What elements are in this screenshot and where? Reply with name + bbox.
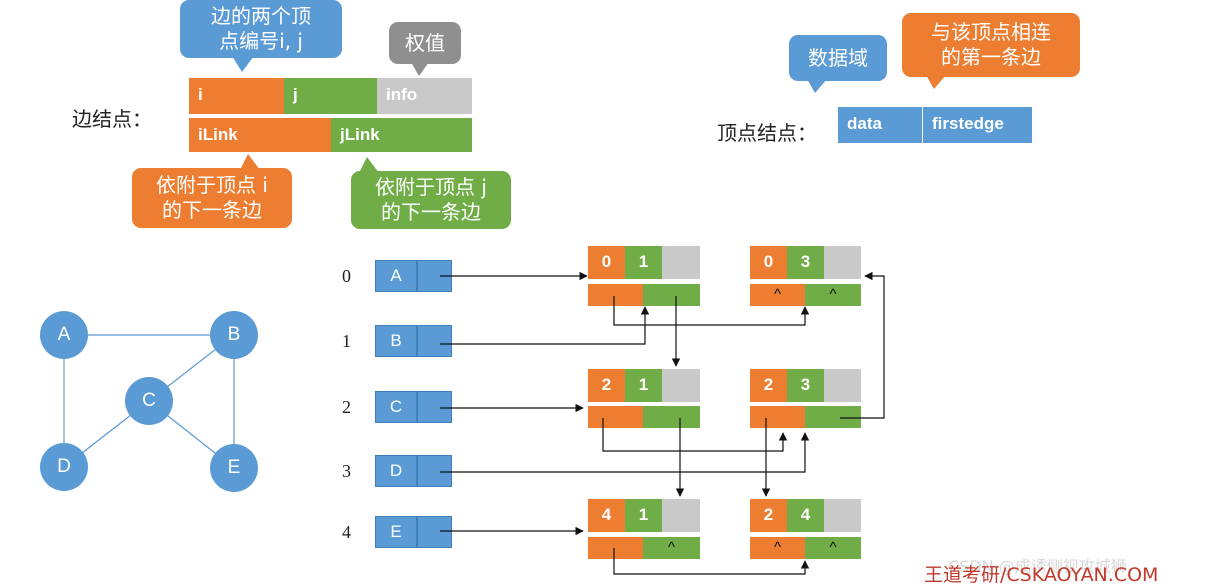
vertex-field-firstedge: firstedge	[922, 107, 1032, 143]
row-index: 0	[342, 266, 351, 286]
edge-node-ilink-null: ^	[750, 537, 805, 559]
vertex-node-label: 顶点结点：	[717, 121, 817, 145]
callout-jlink: 依附于顶点 j 的下一条边	[351, 157, 511, 229]
edge-node-i: 0	[750, 246, 787, 279]
edge-node-info	[662, 246, 700, 279]
edge-node-info	[824, 246, 861, 279]
edge-node-jlink-null: ^	[805, 284, 861, 306]
vertex-data-d: D	[375, 455, 417, 487]
row-index: 1	[342, 331, 351, 351]
callout-firstedge-text: 与该顶点相连 的第一条边	[931, 20, 1051, 69]
callout-weight-text: 权值	[405, 30, 445, 55]
vertex-data-a: A	[375, 260, 417, 292]
edge-node-jlink-null: ^	[643, 537, 700, 559]
edge-node-i: 2	[750, 369, 787, 402]
edge-field-i: i	[189, 78, 284, 114]
edge-field-j: j	[284, 78, 377, 114]
vertex-data-c: C	[375, 391, 417, 423]
callout-tail	[232, 56, 254, 72]
watermark: 王道考研/CSKAOYAN.COM	[924, 564, 1159, 586]
callout-firstedge: 与该顶点相连 的第一条边	[902, 13, 1080, 89]
vertex-firstedge-b	[417, 325, 452, 357]
edge-node-i: 0	[588, 246, 625, 279]
edge-node-j: 1	[625, 246, 662, 279]
edge-node-jlink	[805, 406, 861, 428]
callout-tail	[240, 154, 260, 170]
edge-field-jlink: jLink	[331, 118, 472, 152]
callout-ilink-text: 依附于顶点 i 的下一条边	[156, 173, 268, 222]
edge-field-ilink: iLink	[189, 118, 331, 152]
edge-node-i: 2	[588, 369, 625, 402]
callout-edge-ij-text: 边的两个顶 点编号i, j	[211, 4, 311, 53]
row-index: 2	[342, 397, 351, 417]
edge-node-jlink	[643, 406, 700, 428]
edge-node-j: 3	[787, 246, 824, 279]
vertex-firstedge-a	[417, 260, 452, 292]
edge-node-ilink-null: ^	[750, 284, 805, 306]
edge-node-j: 3	[787, 369, 824, 402]
edge-node-ilink	[750, 406, 805, 428]
callout-tail	[411, 62, 429, 76]
vertex-field-data: data	[838, 107, 922, 143]
row-index: 3	[342, 461, 351, 481]
edge-node-ilink	[588, 406, 643, 428]
edge-field-info: info	[377, 78, 472, 114]
edge-node-ilink	[588, 284, 643, 306]
edge-node-jlink-null: ^	[805, 537, 861, 559]
edge-node-i: 4	[588, 499, 625, 532]
edge-node-i: 2	[750, 499, 787, 532]
edge-node-j: 1	[625, 369, 662, 402]
vertex-firstedge-d	[417, 455, 452, 487]
edge-node-ilink	[588, 537, 643, 559]
callout-tail	[807, 79, 827, 93]
callout-tail	[359, 157, 379, 173]
vertex-data-e: E	[375, 516, 417, 548]
vertex-data-b: B	[375, 325, 417, 357]
callout-jlink-text: 依附于顶点 j 的下一条边	[375, 175, 487, 224]
callout-data-text: 数据域	[808, 45, 868, 70]
edge-node-info	[824, 499, 861, 532]
watermark-faint: CSDN @成诱侧视攻城狮	[948, 557, 1127, 576]
graph-node-b: B	[210, 311, 258, 359]
callout-edge-ij: 边的两个顶 点编号i, j	[180, 0, 342, 72]
graph-node-d: D	[40, 443, 88, 491]
graph-node-c: C	[125, 377, 173, 425]
callout-tail	[926, 75, 946, 89]
callout-ilink: 依附于顶点 i 的下一条边	[132, 154, 292, 228]
graph-node-a: A	[40, 311, 88, 359]
graph-node-e: E	[210, 444, 258, 492]
edge-node-jlink	[643, 284, 700, 306]
edge-node-info	[662, 499, 700, 532]
vertex-firstedge-e	[417, 516, 452, 548]
edge-node-info	[662, 369, 700, 402]
callout-weight: 权值	[389, 22, 461, 76]
edge-node-label: 边结点：	[72, 107, 152, 131]
edge-node-info	[824, 369, 861, 402]
vertex-firstedge-c	[417, 391, 452, 423]
edge-node-j: 4	[787, 499, 824, 532]
edge-node-j: 1	[625, 499, 662, 532]
row-index: 4	[342, 522, 351, 542]
callout-data: 数据域	[789, 35, 887, 93]
